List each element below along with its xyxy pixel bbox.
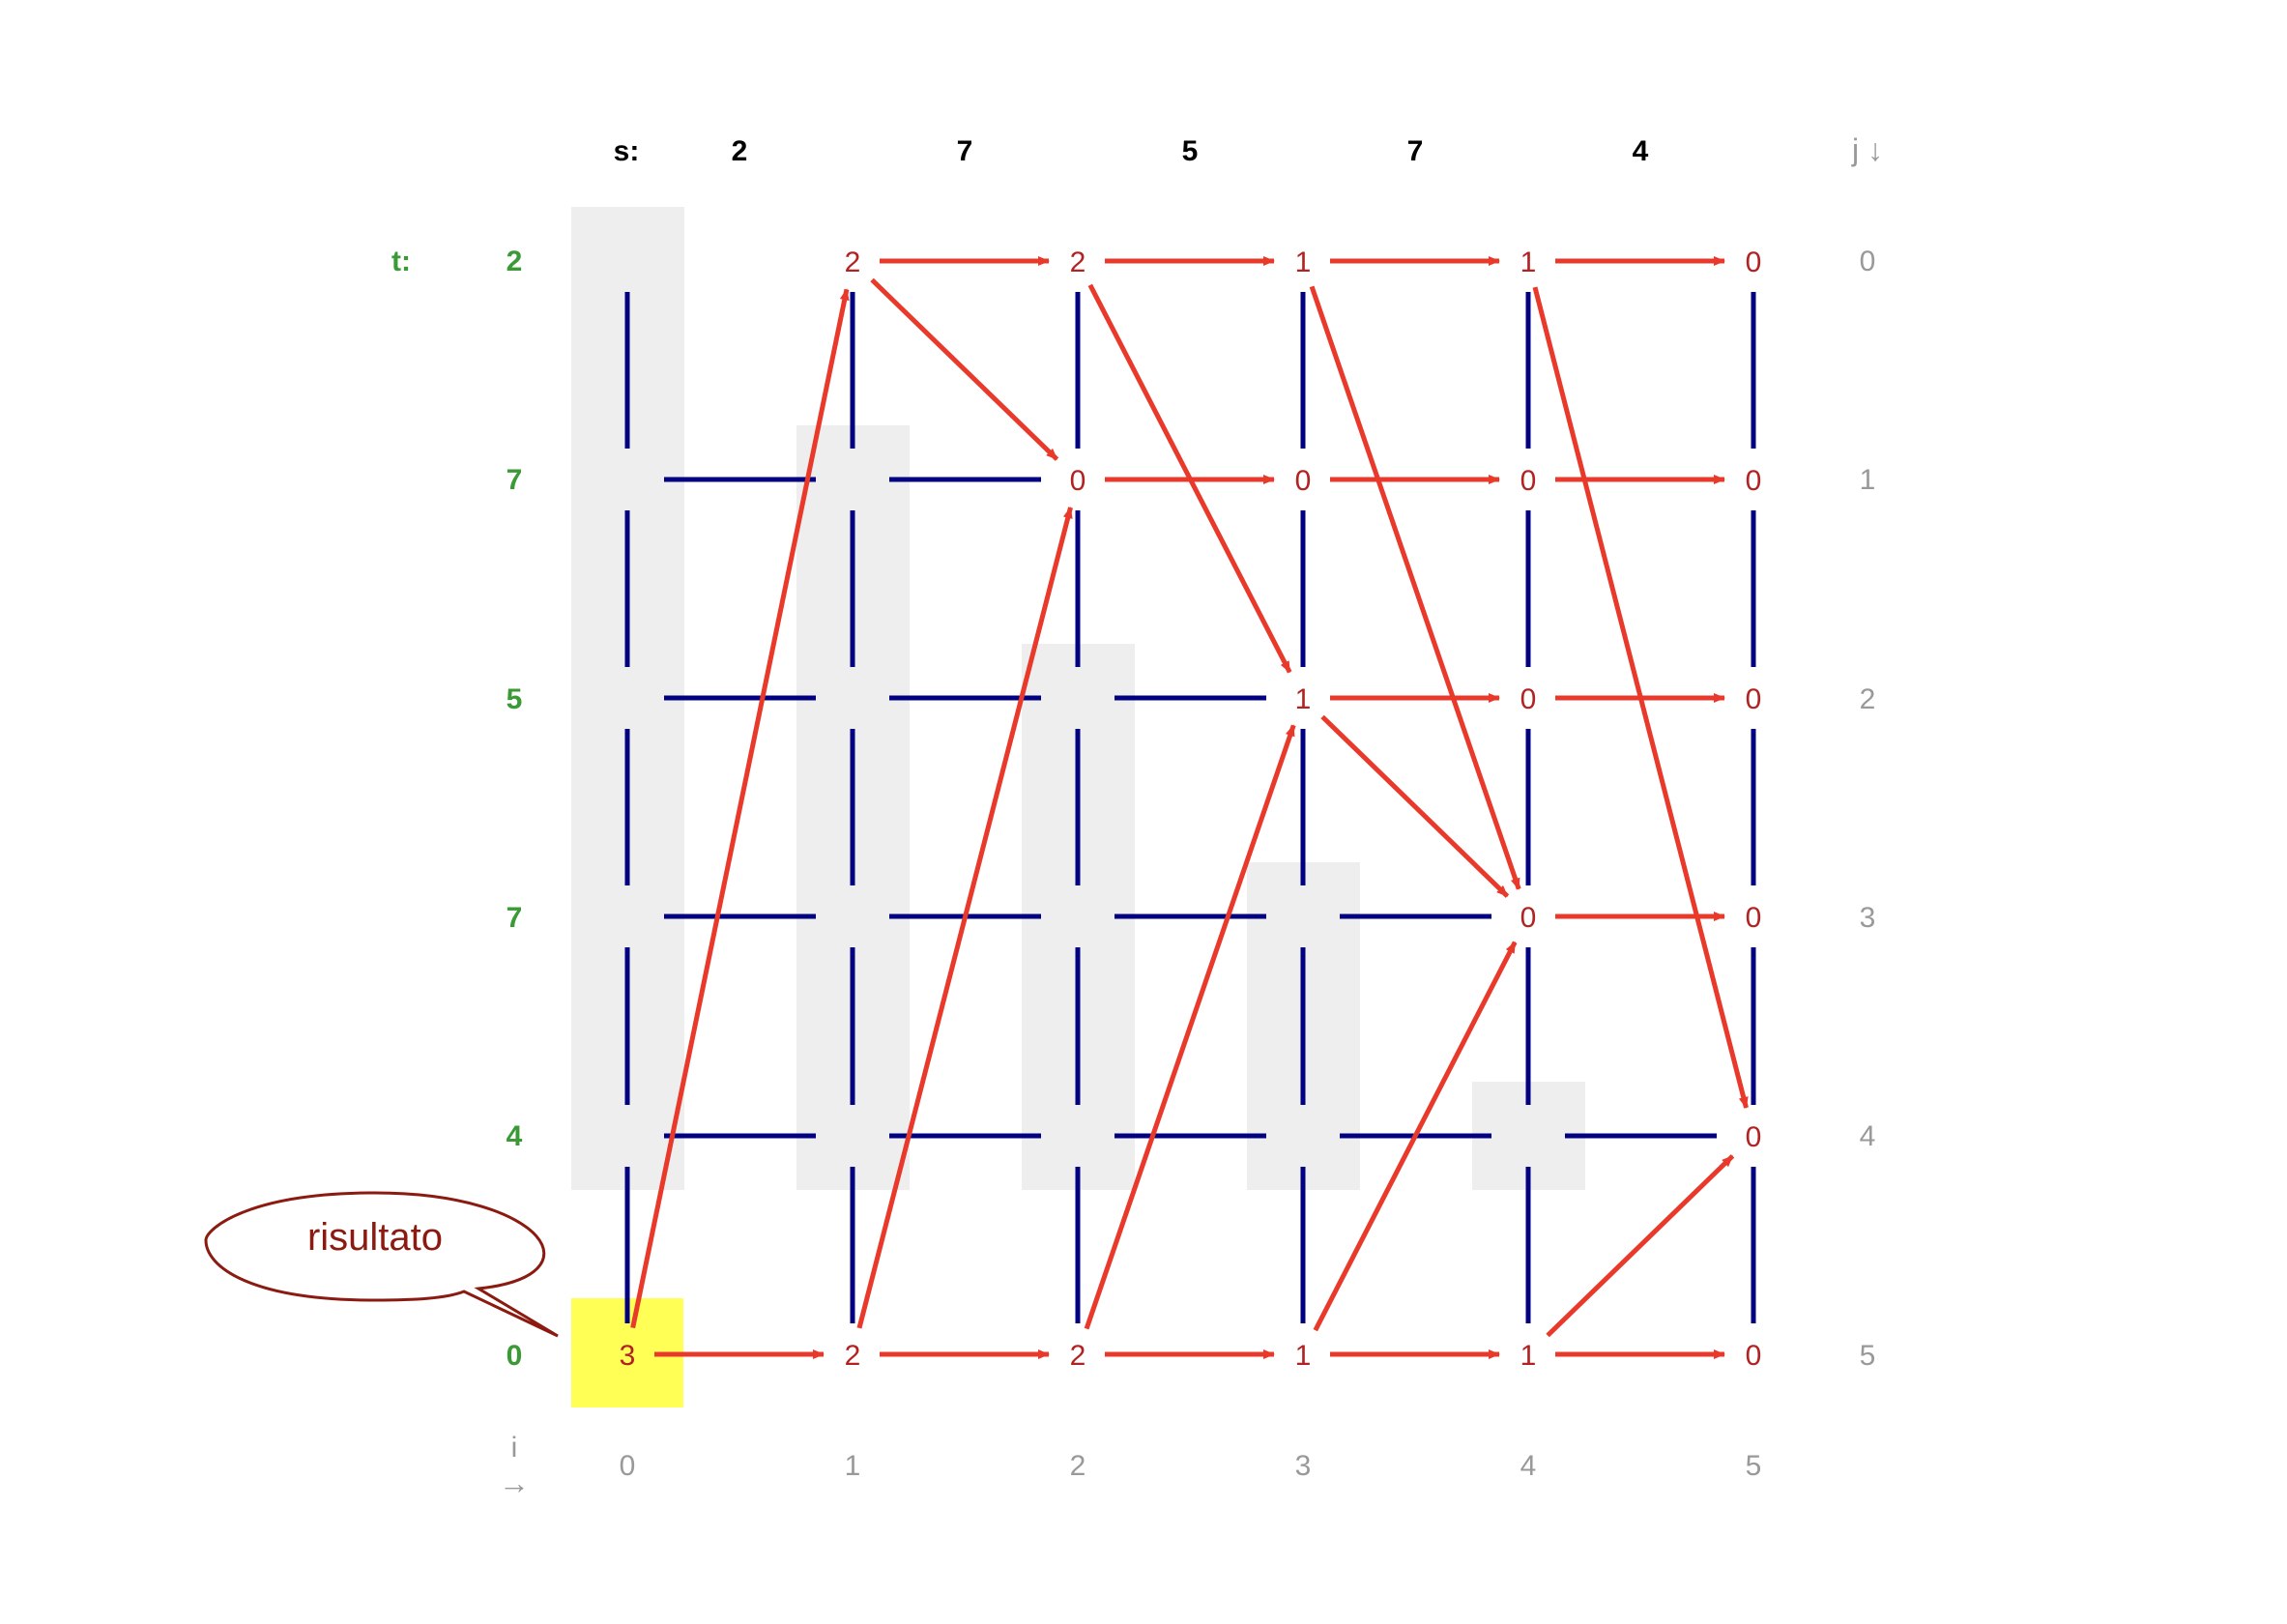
- cell-value: 1: [1295, 1340, 1312, 1372]
- cell-value: 1: [1520, 246, 1537, 278]
- cell-value-bg: [1060, 1336, 1095, 1373]
- t-value: 4: [507, 1120, 523, 1152]
- cell-value-bg: [1286, 461, 1320, 498]
- cell-value: 0: [1746, 1121, 1762, 1153]
- callout-text: risultato: [307, 1216, 443, 1259]
- j-index: 2: [1860, 683, 1876, 715]
- j-index: 3: [1860, 902, 1876, 934]
- cell-value: 0: [1520, 683, 1537, 715]
- j-index: 1: [1860, 464, 1876, 496]
- cell-value: 0: [1520, 902, 1537, 934]
- t-label: t:: [391, 246, 411, 277]
- cell-value-bg: [1736, 243, 1771, 279]
- cell-value-bg: [1286, 243, 1320, 279]
- cell-value-bg: [1736, 461, 1771, 498]
- t-value: 0: [507, 1340, 523, 1372]
- i-index: 0: [620, 1450, 636, 1482]
- dp-arrows: [630, 256, 1749, 1359]
- cell-value-bg: [1736, 680, 1771, 716]
- cell-value: 0: [1746, 246, 1762, 278]
- cell-value: 3: [620, 1340, 636, 1372]
- cell-value-bg: [1736, 1117, 1771, 1154]
- s-value: 4: [1633, 135, 1649, 167]
- dp-arrow: [870, 277, 1059, 461]
- i-index: 5: [1746, 1450, 1762, 1482]
- cell-value-bg: [1511, 1336, 1546, 1373]
- s-value: 5: [1182, 135, 1199, 167]
- dp-arrow: [1087, 283, 1292, 674]
- cell-value: 2: [845, 1340, 861, 1372]
- cell-value-bg: [1511, 680, 1546, 716]
- cell-value-bg: [1286, 1336, 1320, 1373]
- t-value: 7: [507, 464, 523, 496]
- cell-value-bg: [1511, 461, 1546, 498]
- s-values: 2 7 5 7 4: [732, 135, 1649, 167]
- cell-value: 0: [1520, 465, 1537, 497]
- cell-value-bg: [610, 1336, 645, 1373]
- t-value: 7: [507, 902, 523, 934]
- dp-arrow: [1313, 941, 1518, 1332]
- callout-bubble: [204, 1191, 559, 1338]
- dp-arrow: [1532, 286, 1749, 1109]
- j-index: 0: [1860, 246, 1876, 277]
- grid-lines: [624, 258, 1756, 1357]
- dp-arrow: [630, 288, 850, 1329]
- cell-value: 0: [1295, 465, 1312, 497]
- cell-value-bg: [1511, 898, 1546, 935]
- cell-value: 0: [1746, 683, 1762, 715]
- s-value: 2: [732, 135, 748, 167]
- i-index: 1: [845, 1450, 861, 1482]
- cell-value: 2: [1070, 1340, 1086, 1372]
- i-axis-arrow: →: [499, 1465, 530, 1500]
- cell-value: 0: [1070, 465, 1086, 497]
- cell-values: 2 2 1 1 0 0 0 0 0 1 0 0 0 0 0 3 2 2 1 1 0: [610, 243, 1771, 1373]
- i-indices: 0 1 2 3 4 5: [620, 1450, 1762, 1482]
- cell-value: 1: [1295, 683, 1312, 715]
- j-index: 5: [1860, 1340, 1876, 1372]
- t-value: 2: [507, 246, 523, 277]
- s-value: 7: [1407, 135, 1424, 167]
- cell-value: 0: [1746, 902, 1762, 934]
- result-callout: risultato: [204, 1191, 559, 1338]
- dp-arrow: [856, 507, 1073, 1329]
- cell-value-bg: [1060, 461, 1095, 498]
- s-label: s:: [614, 135, 640, 167]
- cell-value: 2: [845, 246, 861, 278]
- dp-arrow: [1084, 724, 1296, 1330]
- cell-value-bg: [1286, 680, 1320, 716]
- cell-value: 1: [1520, 1340, 1537, 1372]
- dp-arrow: [1546, 1154, 1735, 1338]
- i-axis-label: i: [511, 1432, 518, 1464]
- i-index: 2: [1070, 1450, 1086, 1482]
- t-values: 2 7 5 7 4 0: [507, 246, 523, 1372]
- j-axis-label: j ↓: [1851, 132, 1883, 167]
- dp-arrow: [1320, 714, 1510, 898]
- cell-value-bg: [1060, 243, 1095, 279]
- dp-arrow: [1309, 285, 1521, 890]
- cell-value: 2: [1070, 246, 1086, 278]
- cell-value-bg: [835, 1336, 870, 1373]
- cell-value-bg: [1736, 1336, 1771, 1373]
- i-index: 3: [1295, 1450, 1312, 1482]
- cell-value: 1: [1295, 246, 1312, 278]
- j-indices: 0 1 2 3 4 5: [1860, 246, 1876, 1372]
- i-index: 4: [1520, 1450, 1537, 1482]
- cell-value: 0: [1746, 465, 1762, 497]
- s-value: 7: [957, 135, 973, 167]
- j-index: 4: [1860, 1120, 1876, 1152]
- cell-value: 0: [1746, 1340, 1762, 1372]
- cell-value-bg: [1511, 243, 1546, 279]
- t-value: 5: [507, 683, 523, 715]
- cell-value-bg: [1736, 898, 1771, 935]
- cell-value-bg: [835, 243, 870, 279]
